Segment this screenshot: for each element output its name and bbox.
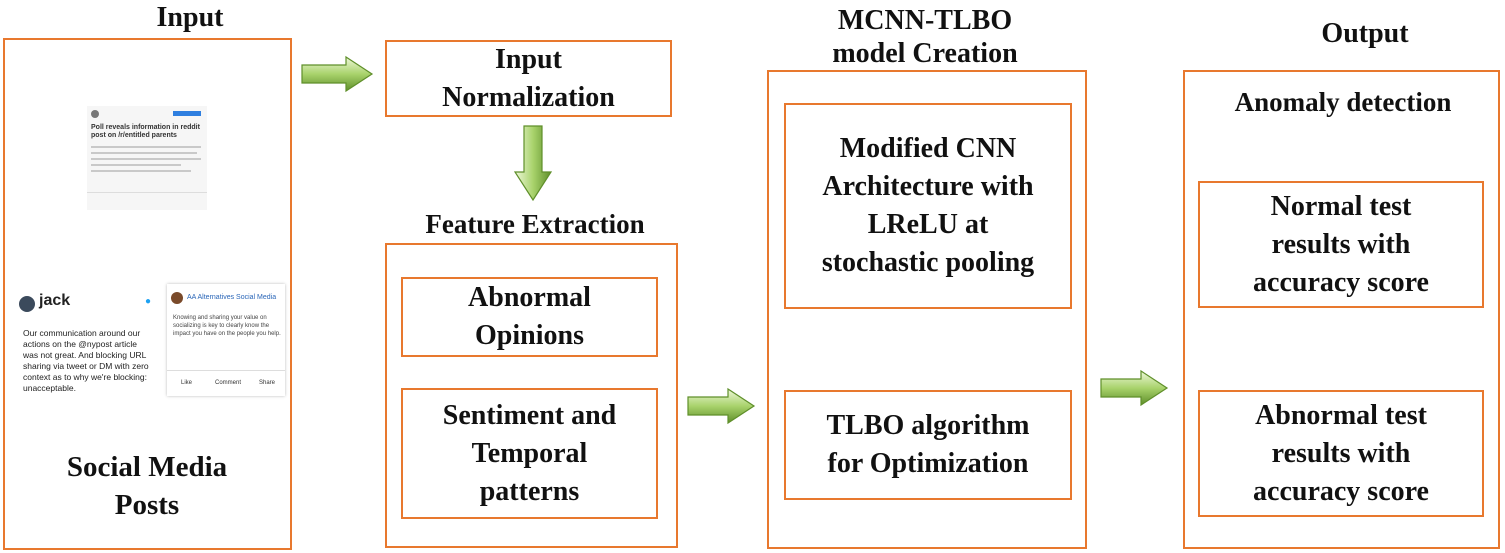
model-creation-heading: MCNN-TLBO model Creation xyxy=(832,5,1018,69)
post1-avatar xyxy=(91,110,99,118)
post1-subscribe-badge xyxy=(173,111,201,116)
post-thumbnail-2: jack ● Our communication around our acti… xyxy=(17,288,153,398)
post2-handle: jack xyxy=(39,292,71,309)
abnormal-results-label: Abnormal test results with accuracy scor… xyxy=(1253,399,1429,507)
normal-results-box xyxy=(1198,181,1484,308)
arrow-features-to-model xyxy=(687,387,756,425)
input-heading: Input xyxy=(156,2,224,33)
post1-title: Poll reveals information in reddit post … xyxy=(91,124,200,139)
post1-text-line xyxy=(91,170,191,172)
post3-title: AA Alternatives Social Media xyxy=(187,294,277,301)
modified-cnn-box xyxy=(784,103,1072,309)
post3-avatar xyxy=(171,292,183,304)
input-box: Poll reveals information in reddit post … xyxy=(3,38,292,550)
arrow-normalization-to-features xyxy=(513,125,553,202)
modified-cnn-label: Modified CNN Architecture with LReLU at … xyxy=(821,133,1035,278)
post3-action-like: Like xyxy=(181,380,193,386)
post3-action-comment: Comment xyxy=(215,380,242,386)
tlbo-box xyxy=(784,390,1072,500)
input-normalization-label: Input Normalization xyxy=(442,43,615,113)
anomaly-detection-heading: Anomaly detection xyxy=(1234,87,1452,117)
post3-text: Knowing and sharing your value on social… xyxy=(173,315,281,337)
post3-divider xyxy=(167,370,285,371)
post1-divider xyxy=(87,192,207,193)
abnormal-results-box xyxy=(1198,390,1484,517)
input-normalization-box xyxy=(385,40,672,117)
bird-icon: ● xyxy=(144,296,151,307)
post1-text-line xyxy=(91,164,181,166)
post2-text: Our communication around our actions on … xyxy=(23,328,149,393)
abnormal-opinions-label: Abnormal Opinions xyxy=(468,282,591,351)
sentiment-temporal-box xyxy=(401,388,658,519)
post-thumbnail-3: AA Alternatives Social Media Knowing and… xyxy=(167,284,285,396)
post1-text-line xyxy=(91,152,197,154)
tlbo-label: TLBO algorithm for Optimization xyxy=(826,410,1030,479)
abnormal-opinions-box xyxy=(401,277,658,357)
post1-text-line xyxy=(91,146,201,148)
post3-action-share: Share xyxy=(259,380,276,386)
post-thumbnail-1: Poll reveals information in reddit post … xyxy=(87,106,207,210)
post2-avatar xyxy=(19,296,35,312)
post1-text-line xyxy=(91,158,201,160)
arrow-model-to-output xyxy=(1100,369,1169,407)
sentiment-temporal-label: Sentiment and Temporal patterns xyxy=(442,399,617,507)
social-media-posts-label: Social Media Posts xyxy=(66,451,228,521)
output-heading: Output xyxy=(1321,18,1409,49)
normal-results-label: Normal test results with accuracy score xyxy=(1253,190,1429,298)
arrow-input-to-normalization xyxy=(301,55,374,93)
feature-extraction-heading: Feature Extraction xyxy=(425,209,645,239)
